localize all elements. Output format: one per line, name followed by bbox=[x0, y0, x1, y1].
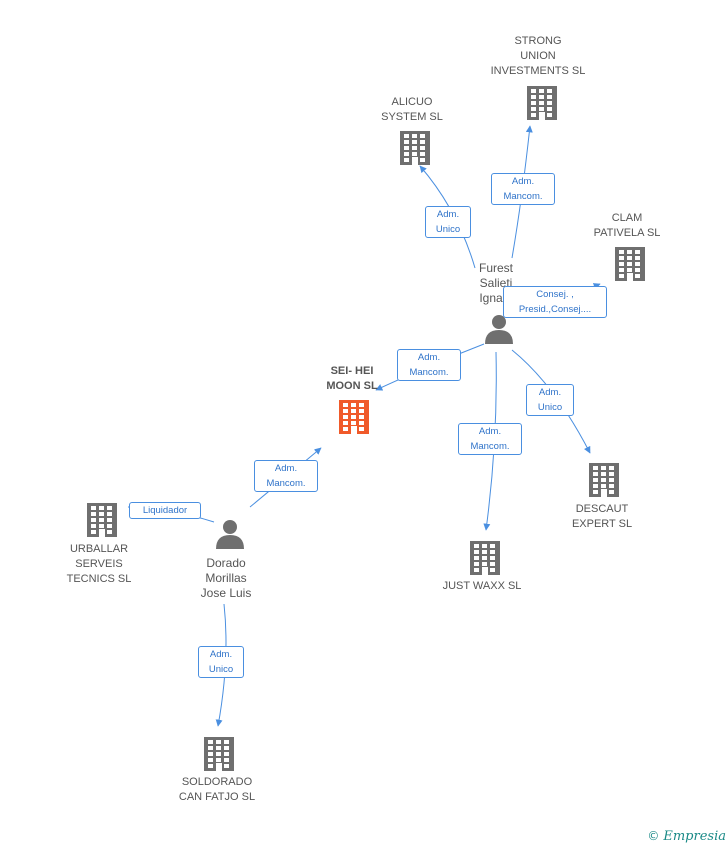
building-icon[interactable] bbox=[527, 86, 557, 120]
edge-label-furest-alicuo[interactable]: Adm. Unico bbox=[425, 206, 471, 238]
node-sei-hei-label[interactable]: SEI- HEI MOON SL bbox=[326, 365, 378, 392]
person-icon[interactable] bbox=[216, 520, 244, 549]
person-icon[interactable] bbox=[485, 315, 513, 344]
node-descaut-label[interactable]: DESCAUT EXPERT SL bbox=[571, 503, 633, 530]
edge-label-dorado-sei-hei[interactable]: Adm. Mancom. bbox=[254, 460, 318, 492]
node-soldorado-label[interactable]: SOLDORADO CAN FATJO SL bbox=[178, 776, 256, 803]
edge-label-dorado-soldorado[interactable]: Adm. Unico bbox=[198, 646, 244, 678]
building-icon[interactable] bbox=[615, 247, 645, 281]
empresia-watermark: ©Empresia bbox=[647, 829, 726, 844]
building-icon[interactable] bbox=[589, 463, 619, 497]
edge-label-furest-clam[interactable]: Consej. , Presid.,Consej.... bbox=[503, 286, 607, 318]
building-icon[interactable] bbox=[400, 131, 430, 165]
node-alicuo-label[interactable]: ALICUO SYSTEM SL bbox=[381, 96, 443, 123]
node-justwaxx-label[interactable]: JUST WAXX SL bbox=[442, 580, 522, 592]
node-urballar-label[interactable]: URBALLAR SERVEIS TECNICS SL bbox=[66, 543, 132, 585]
edge-label-furest-justwaxx[interactable]: Adm. Mancom. bbox=[458, 423, 522, 455]
edge-label-furest-descaut[interactable]: Adm. Unico bbox=[526, 384, 574, 416]
building-icon[interactable] bbox=[204, 737, 234, 771]
node-strong-union-label[interactable]: STRONG UNION INVESTMENTS SL bbox=[490, 35, 586, 77]
node-clam-label[interactable]: CLAM PATIVELA SL bbox=[593, 212, 661, 239]
building-icon[interactable] bbox=[470, 541, 500, 575]
edge-label-furest-sei-hei[interactable]: Adm. Mancom. bbox=[397, 349, 461, 381]
node-dorado-label[interactable]: Dorado Morillas Jose Luis bbox=[200, 556, 252, 600]
edge-label-furest-strong-union[interactable]: Adm. Mancom. bbox=[491, 173, 555, 205]
building-icon[interactable] bbox=[87, 503, 117, 537]
building-icon[interactable] bbox=[339, 400, 369, 434]
edge-label-dorado-urballar[interactable]: Liquidador bbox=[129, 502, 201, 519]
